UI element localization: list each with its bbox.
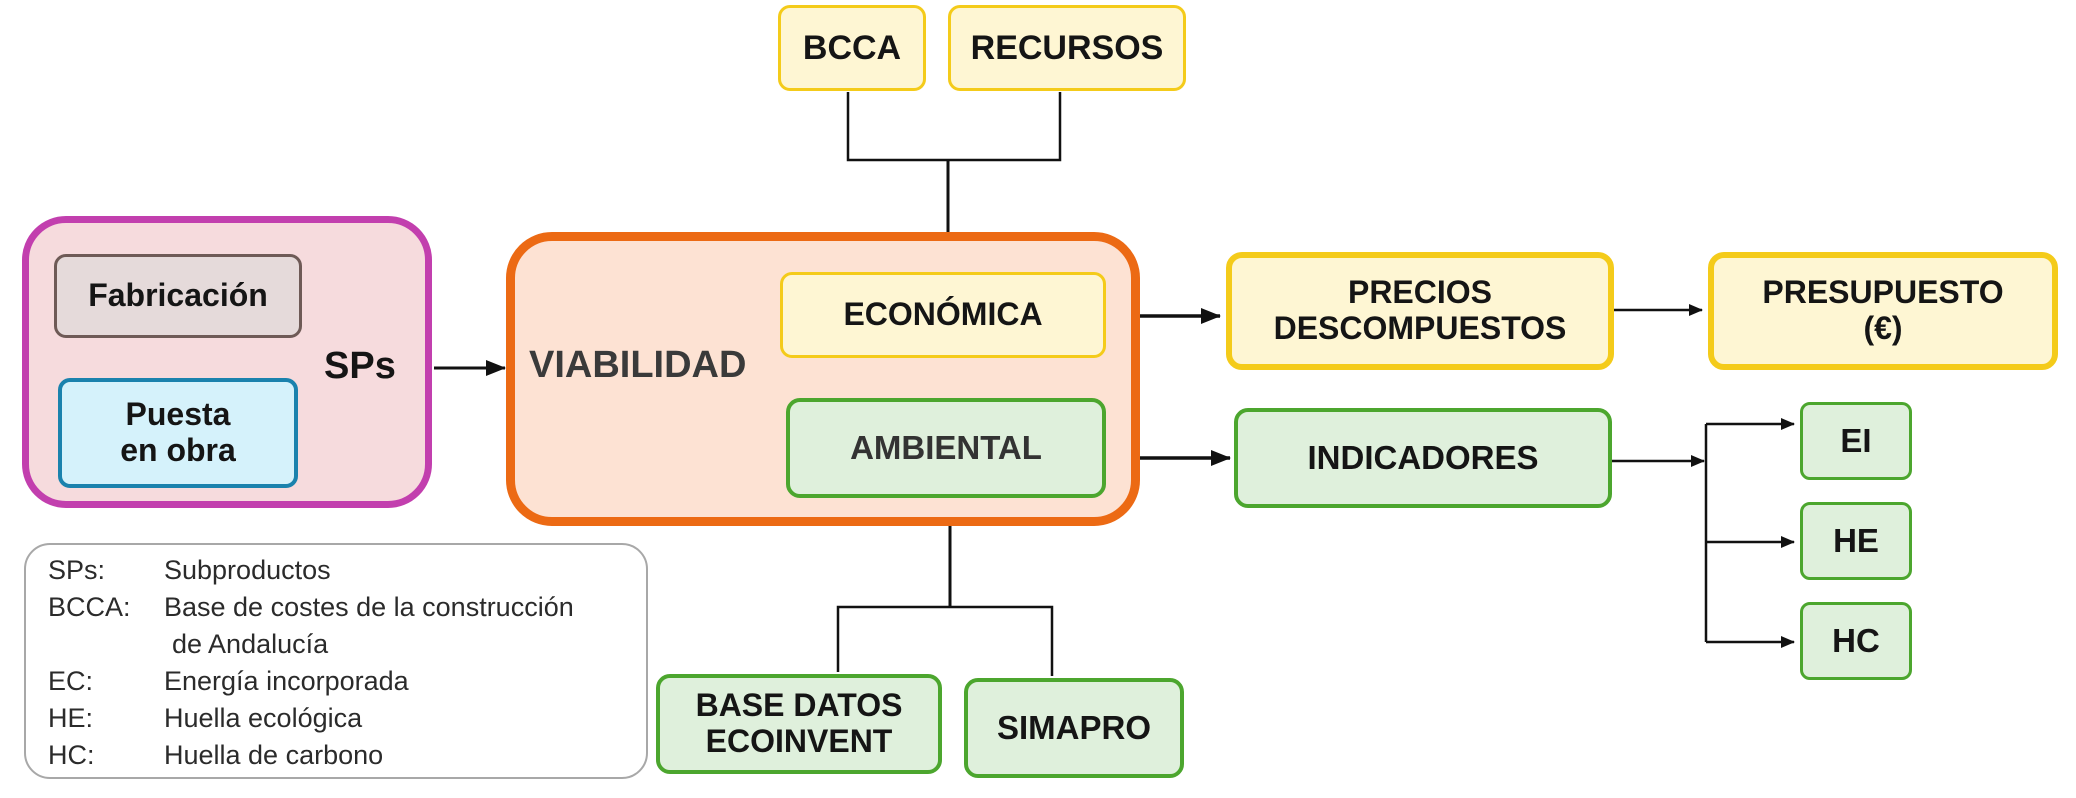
legend-text: Huella ecológica (164, 703, 363, 733)
ei-box: EI (1800, 402, 1912, 480)
viabilidad-label: VIABILIDAD (529, 344, 747, 386)
fabricacion-box: Fabricación (54, 254, 302, 338)
legend: SPs: Subproductos BCCA: Base de costes de … (24, 543, 648, 779)
legend-row-ec: EC: Energía incorporada (48, 666, 409, 697)
legend-abbr: HC: (48, 740, 95, 770)
legend-abbr: BCCA: (48, 592, 131, 622)
legend-row-bcca-cont: de Andalucía (48, 629, 328, 660)
he-box: HE (1800, 502, 1912, 580)
sps-label: SPs (324, 345, 396, 387)
economica-box: ECONÓMICA (780, 272, 1106, 358)
legend-text: Energía incorporada (164, 666, 409, 696)
presupuesto-box: PRESUPUESTO (€) (1708, 252, 2058, 370)
bracket-bottom (836, 605, 1054, 676)
simapro-box: SIMAPRO (964, 678, 1184, 778)
legend-text: de Andalucía (172, 629, 329, 659)
bracket-top (846, 92, 1062, 162)
legend-row-sps: SPs: Subproductos (48, 555, 331, 586)
recursos-box: RECURSOS (948, 5, 1186, 91)
legend-abbr: SPs: (48, 555, 106, 585)
legend-row-hc: HC: Huella de carbono (48, 740, 383, 771)
legend-abbr: EC: (48, 666, 94, 696)
legend-text: Huella de carbono (164, 740, 384, 770)
puesta-en-obra-box: Puesta en obra (58, 378, 298, 488)
legend-abbr: HE: (48, 703, 94, 733)
base-datos-ecoinvent-box: BASE DATOS ECOINVENT (656, 674, 942, 774)
legend-row-bcca: BCCA: Base de costes de la construcción (48, 592, 574, 623)
bcca-box: BCCA (778, 5, 926, 91)
ambiental-box: AMBIENTAL (786, 398, 1106, 498)
legend-text: Base de costes de la construcción (164, 592, 574, 622)
legend-row-he: HE: Huella ecológica (48, 703, 362, 734)
indicadores-box: INDICADORES (1234, 408, 1612, 508)
hc-box: HC (1800, 602, 1912, 680)
legend-text: Subproductos (164, 555, 331, 585)
precios-descompuestos-box: PRECIOS DESCOMPUESTOS (1226, 252, 1614, 370)
